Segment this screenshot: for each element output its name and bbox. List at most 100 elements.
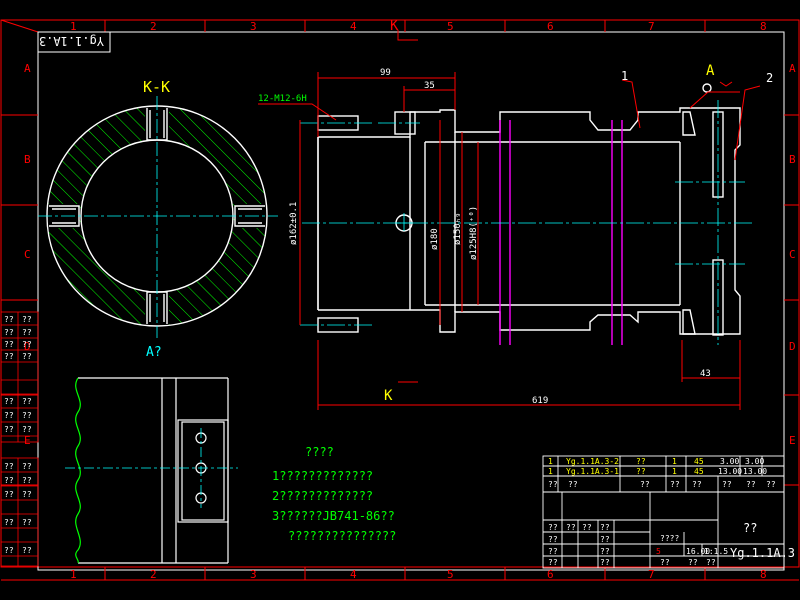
svg-text:??: ??	[22, 411, 32, 420]
notes-line-3: 3??????JB741-86??	[272, 509, 395, 523]
col-label-top: 3	[250, 20, 257, 33]
dim-619: 619	[532, 396, 548, 406]
svg-text:??: ??	[600, 523, 610, 532]
col-label-bottom: 4	[350, 568, 357, 581]
part-balloon-2: 2	[766, 71, 773, 85]
svg-text:??: ??	[706, 558, 716, 567]
col-label-top: 5	[447, 20, 454, 33]
svg-text:??: ??	[548, 558, 558, 567]
col-label-bottom: 5	[447, 568, 454, 581]
row-label-left: A	[24, 62, 31, 75]
svg-text:??: ??	[600, 547, 610, 556]
svg-text:??: ??	[600, 535, 610, 544]
svg-text:??: ??	[566, 523, 576, 532]
view-label: A?	[146, 345, 162, 360]
title-mark: ????	[660, 534, 679, 543]
section-label: K-K	[143, 78, 170, 96]
svg-text:??: ??	[22, 397, 32, 406]
svg-text:1: 1	[672, 467, 677, 476]
row-label-right: D	[789, 340, 796, 353]
svg-text:??: ??	[636, 467, 646, 476]
section-arrow-k-bottom: K	[384, 388, 393, 404]
row-label-right: C	[789, 248, 796, 261]
col-label-top: 8	[760, 20, 767, 33]
svg-text:??: ??	[22, 546, 32, 555]
row-label-left: C	[24, 248, 31, 261]
svg-text:??: ??	[600, 558, 610, 567]
title-block: 1 Yg.1.1A.3-2 ?? 1 45 1 Yg.1.1A.3-1 ?? 1…	[542, 455, 795, 569]
col-label-top: 6	[547, 20, 554, 33]
main-view: 99 35 12-M12-6H ø162±0.1 ø180 ø150ₕ₉ ø12…	[258, 18, 773, 410]
svg-text:??: ??	[670, 480, 680, 489]
svg-text:??: ??	[582, 523, 592, 532]
svg-text:??: ??	[4, 340, 14, 349]
svg-text:??: ??	[548, 547, 558, 556]
svg-text:??: ??	[22, 315, 32, 324]
svg-text:3.00: 3.00	[720, 457, 739, 466]
inner-border	[37, 31, 785, 571]
dim-thread: 12-M12-6H	[258, 94, 307, 104]
col-label-top: 2	[150, 20, 157, 33]
svg-text:??: ??	[4, 462, 14, 471]
svg-text:??: ??	[4, 397, 14, 406]
svg-text:??: ??	[4, 425, 14, 434]
notes-line-1: 1?????????????	[272, 469, 373, 483]
svg-text:??: ??	[4, 328, 14, 337]
svg-text:13.00: 13.00	[718, 467, 742, 476]
row-label-right: A	[789, 62, 796, 75]
row-label-right: B	[789, 153, 796, 166]
svg-text:??: ??	[22, 425, 32, 434]
svg-text:??: ??	[660, 558, 670, 567]
col-label-bottom: 3	[250, 568, 257, 581]
border-labels: 1 2 3 4 5 6 7 8 1 2 3 4 5 6 7 8 A B C D …	[24, 20, 796, 581]
svg-text:45: 45	[694, 457, 704, 466]
scale-c: 1:1.5	[704, 547, 728, 556]
dim-dia125: ø125H8(⁺⁰)	[469, 206, 479, 260]
part-name: ??	[743, 521, 757, 535]
scale-b: 16.00	[686, 547, 710, 556]
row-label-left: D	[24, 340, 31, 353]
outer-border	[0, 19, 800, 568]
part-ref-2: Yg.1.1A.3-2	[566, 457, 619, 466]
svg-text:??: ??	[4, 411, 14, 420]
svg-text:??: ??	[22, 476, 32, 485]
drawing-frame	[0, 19, 800, 581]
row-label-left: B	[24, 153, 31, 166]
part-balloon-1: 1	[621, 69, 628, 83]
technical-notes: ???? 1????????????? 2????????????? 3????…	[272, 445, 396, 543]
col-label-bottom: 6	[547, 568, 554, 581]
drawing-number: Yg.1.1A.3	[730, 546, 795, 560]
svg-text:??: ??	[4, 518, 14, 527]
scale-a: 5	[656, 547, 661, 556]
svg-text:1: 1	[672, 457, 677, 466]
svg-text:??: ??	[548, 523, 558, 532]
svg-text:??: ??	[766, 480, 776, 489]
svg-text:??: ??	[4, 352, 14, 361]
dim-dia162: ø162±0.1	[289, 202, 299, 245]
row-label-right: E	[789, 434, 796, 447]
svg-text:3.00: 3.00	[745, 457, 764, 466]
svg-text:??: ??	[548, 480, 558, 489]
drawing-code-upside: Yg.1.1A.3	[39, 34, 104, 48]
svg-text:??: ??	[22, 490, 32, 499]
svg-text:??: ??	[22, 340, 32, 349]
dimension-lines	[258, 30, 761, 410]
svg-text:??: ??	[4, 476, 14, 485]
svg-text:1: 1	[548, 457, 553, 466]
svg-text:??: ??	[22, 518, 32, 527]
svg-text:45: 45	[694, 467, 704, 476]
col-label-top: 4	[350, 20, 357, 33]
svg-text:??: ??	[4, 490, 14, 499]
svg-text:??: ??	[548, 535, 558, 544]
svg-text:??: ??	[22, 462, 32, 471]
detail-view	[65, 377, 238, 564]
view-arrow-a: A	[706, 63, 715, 79]
dim-99: 99	[380, 68, 391, 78]
view-markers: K K A 1 2	[384, 18, 773, 404]
row-label-left: E	[24, 434, 31, 447]
svg-text:??: ??	[722, 480, 732, 489]
svg-text:??: ??	[636, 457, 646, 466]
svg-text:??: ??	[4, 315, 14, 324]
col-label-top: 7	[648, 20, 655, 33]
groove-lines	[499, 120, 623, 345]
